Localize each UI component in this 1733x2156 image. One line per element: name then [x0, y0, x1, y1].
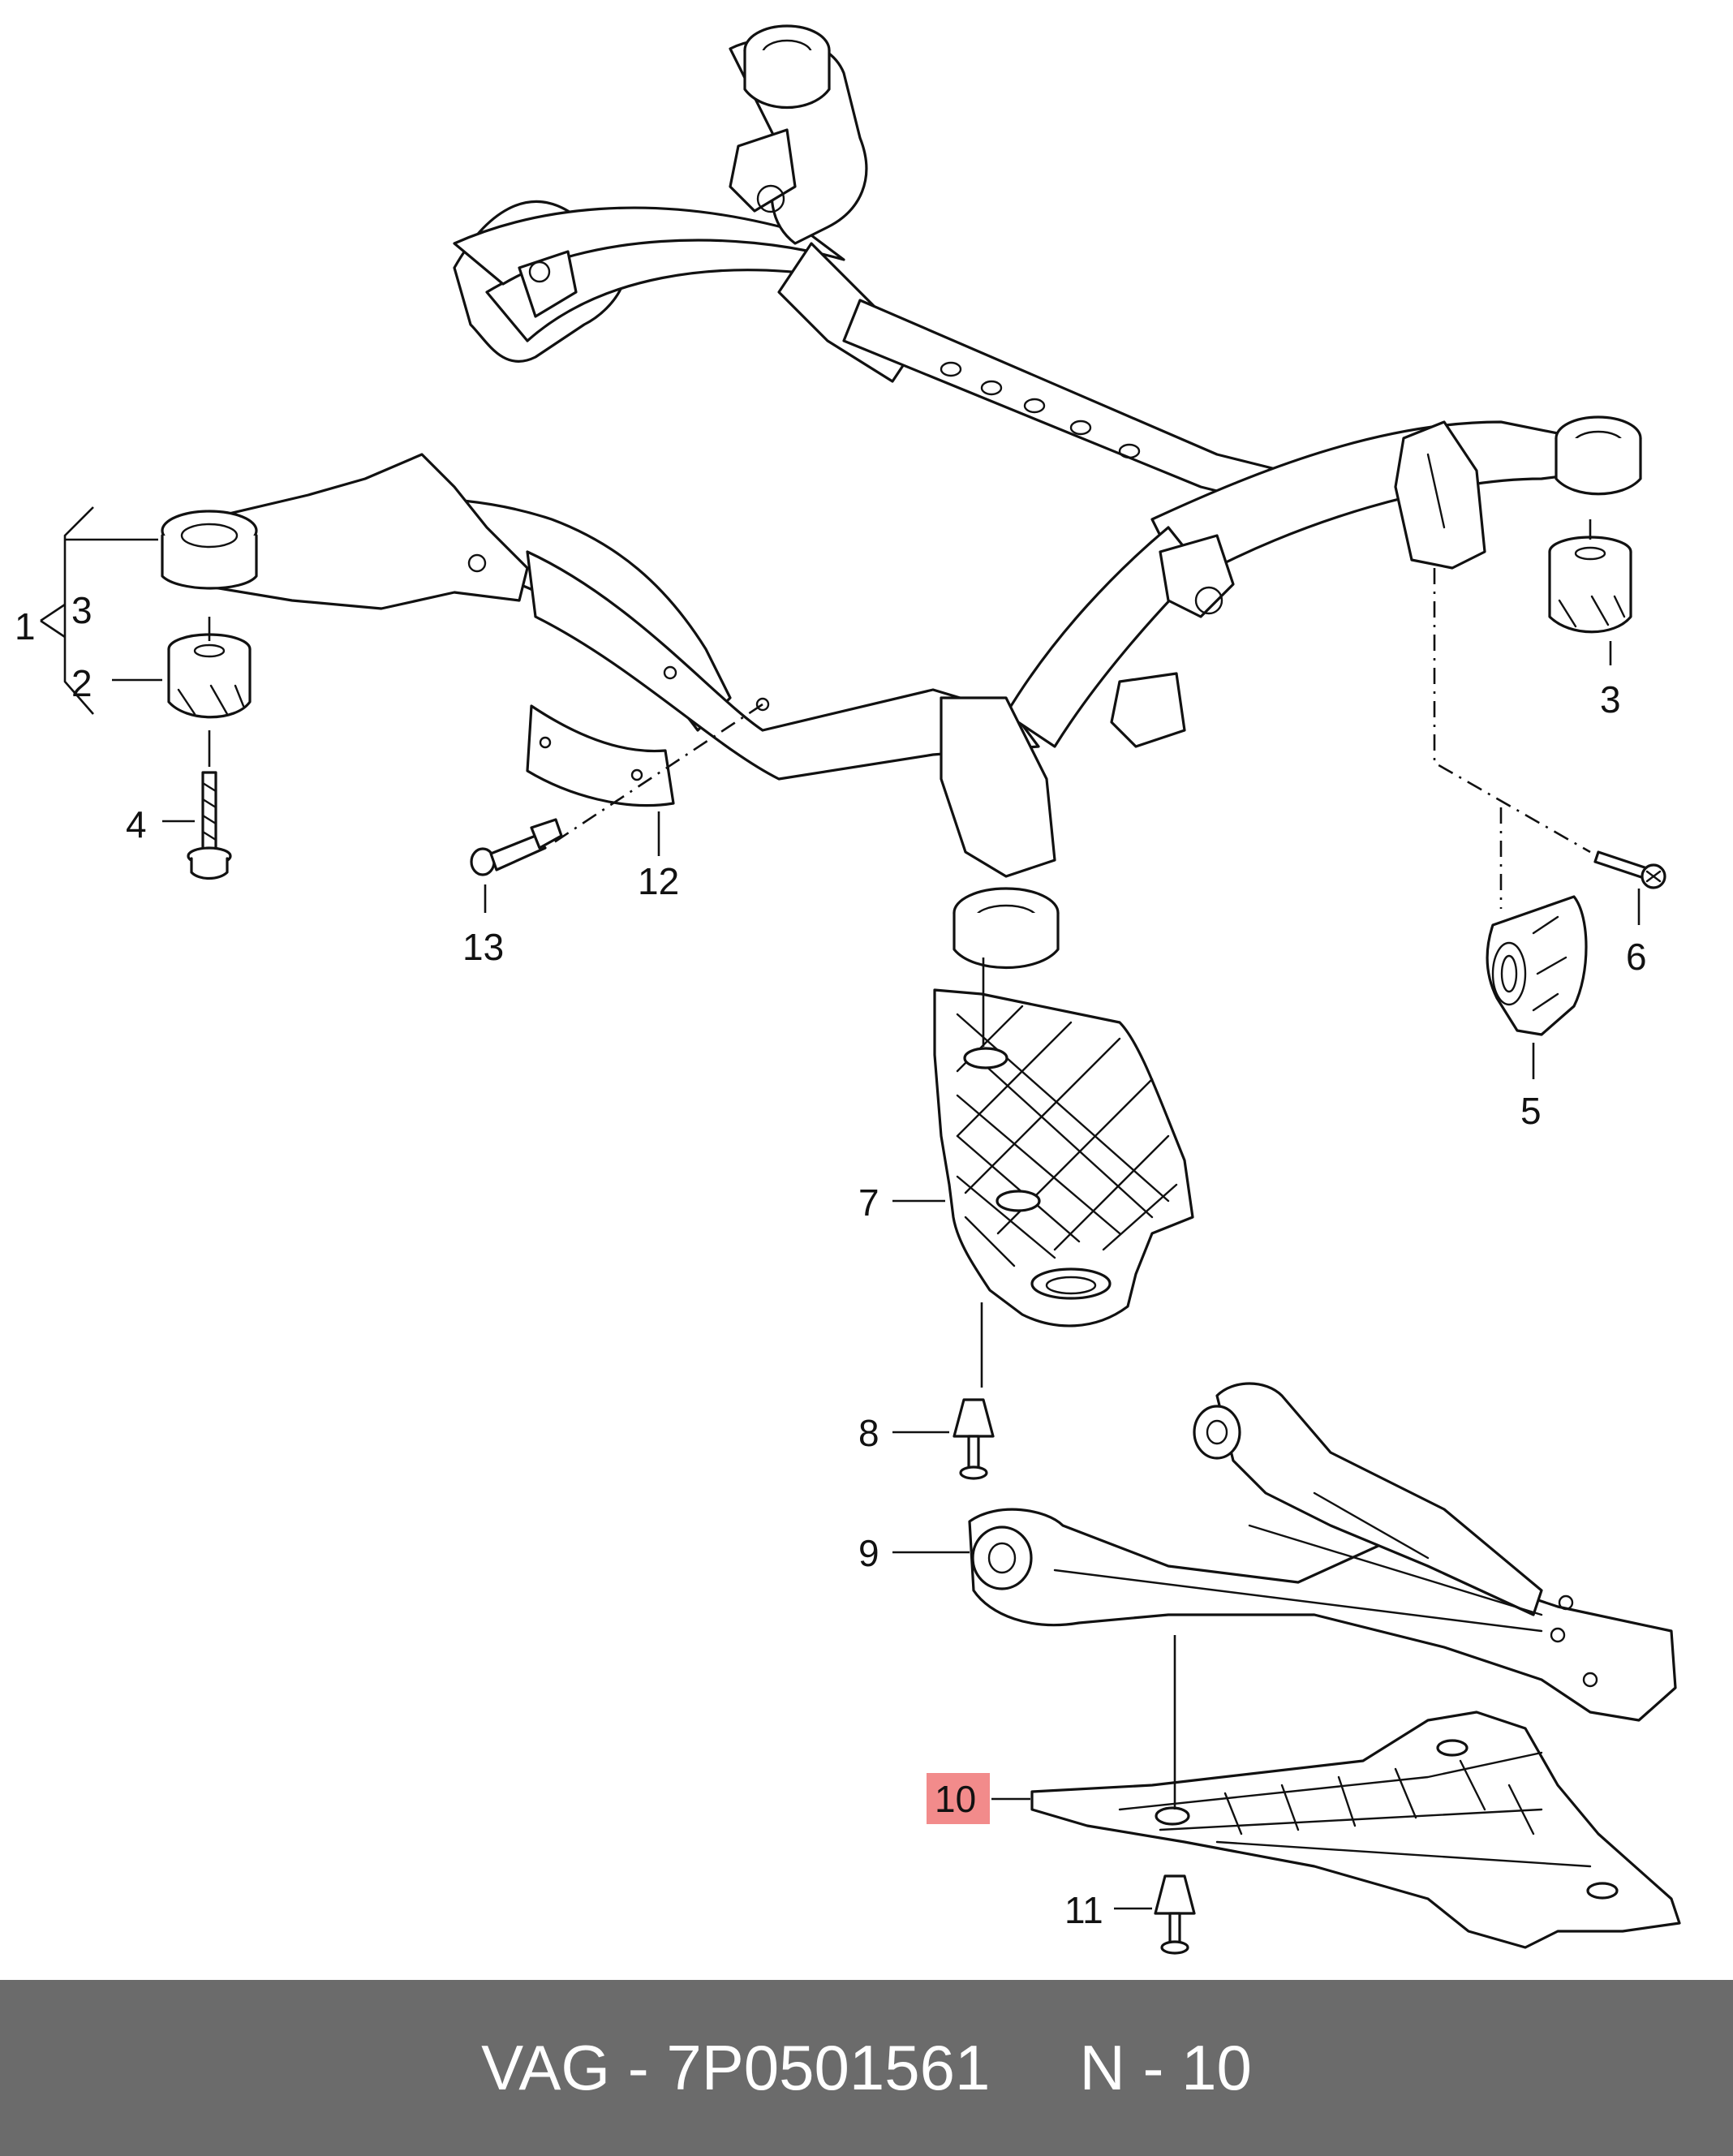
callout-2: 2 — [71, 662, 92, 704]
air-guide-panel-10 — [1030, 1711, 1681, 1949]
lower-control-arm-9 — [968, 1382, 1677, 1722]
callout-10: 10 — [935, 1778, 976, 1820]
callout-8: 8 — [858, 1412, 879, 1454]
callout-9: 9 — [858, 1532, 879, 1574]
bushing-right — [1548, 536, 1632, 634]
clip-8 — [953, 1398, 995, 1480]
parts-diagram: 1 3 2 4 3 5 6 7 8 9 10 11 12 13 — [15, 24, 1681, 1955]
clip-13 — [470, 818, 563, 876]
bushing-left — [167, 633, 252, 719]
highlight-callout-10 — [927, 1773, 990, 1824]
callout-6: 6 — [1626, 936, 1647, 978]
heat-shield-12 — [526, 704, 675, 807]
callout-11: 11 — [1064, 1889, 1103, 1931]
callout-4: 4 — [126, 803, 147, 846]
callout-13: 13 — [462, 926, 504, 968]
part-number-label: VAG - 7P0501561 — [481, 2032, 991, 2103]
bolt-4 — [187, 771, 232, 880]
rear-subframe — [161, 24, 1642, 969]
callout-1: 1 — [15, 605, 36, 648]
bracket-5 — [1486, 895, 1588, 1036]
footer-bar: VAG - 7P0501561 N - 10 — [0, 1980, 1733, 2156]
callout-3-left: 3 — [71, 589, 92, 631]
underbody-trim-panel-7 — [933, 988, 1194, 1328]
screw-6 — [1593, 850, 1666, 889]
clip-11 — [1154, 1874, 1196, 1955]
position-label: N - 10 — [1079, 2032, 1252, 2103]
leader-lines — [40, 506, 1641, 1910]
callout-3-right: 3 — [1600, 678, 1621, 721]
callout-7: 7 — [858, 1181, 879, 1224]
callout-5: 5 — [1520, 1090, 1542, 1132]
callout-12: 12 — [638, 860, 679, 902]
